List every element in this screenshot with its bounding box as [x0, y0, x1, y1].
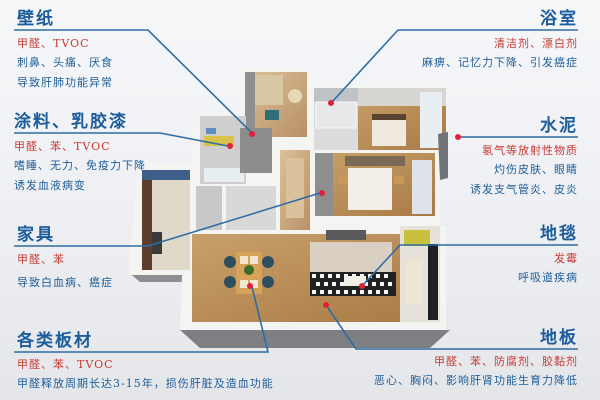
callout-pollutants: 氡气等放射性物质	[482, 144, 578, 157]
callout-pollutants: 甲醛、苯、TVOC	[17, 358, 114, 371]
callout-pollutants: 甲醛、苯	[17, 253, 65, 266]
callout-effect: 诱发血液病变	[14, 179, 86, 192]
callout-title: 壁纸	[17, 9, 55, 29]
callout-effect: 导致白血病、癌症	[17, 276, 113, 289]
room-entry	[226, 186, 276, 230]
callout-bathroom: 浴室 清洁剂、漂白剂 麻痹、记忆力下降、引发癌症	[422, 9, 578, 73]
callout-effect: 甲醛释放周期长达3-15年，损伤肝脏及造血功能	[17, 377, 274, 390]
callout-boards: 各类板材 甲醛、苯、TVOC 甲醛释放周期长达3-15年，损伤肝脏及造血功能	[17, 331, 274, 394]
balcony-cement	[438, 132, 448, 180]
callout-effect: 诱发支气管炎、皮炎	[470, 183, 578, 196]
callout-furniture: 家具 甲醛、苯 导致白血病、癌症	[17, 225, 113, 293]
callout-title: 地毯	[540, 224, 578, 244]
callout-title: 水泥	[540, 116, 578, 136]
callout-effect: 恶心、胸闷、影响肝肾功能生育力降低	[374, 374, 578, 387]
callout-title: 家具	[17, 225, 55, 245]
wall-gray-panel	[240, 128, 272, 173]
callout-effect: 嗜睡、无力、免疫力下降	[14, 159, 146, 172]
callout-pollutants: 甲醛、TVOC	[17, 37, 90, 50]
callout-paint: 涂料、乳胶漆 甲醛、苯、TVOC 嗜睡、无力、免疫力下降 诱发血液病变	[14, 112, 146, 196]
callout-title: 各类板材	[17, 331, 93, 351]
callout-effect: 灼伤皮肤、眼睛	[494, 163, 578, 176]
callout-effect: 刺鼻、头痛、厌食	[17, 56, 113, 69]
callout-pollutants: 发霉	[554, 252, 578, 265]
callout-effect: 呼吸道疾病	[518, 271, 578, 284]
callout-pollutants: 甲醛、苯、TVOC	[14, 140, 111, 153]
callout-pollutants: 甲醛、苯、防腐剂、胶黏剂	[434, 355, 578, 368]
callout-title: 浴室	[540, 9, 578, 29]
callout-floor: 地板 甲醛、苯、防腐剂、胶黏剂 恶心、胸闷、影响肝肾功能生育力降低	[374, 328, 578, 391]
callout-effect: 导致肝肺功能异常	[17, 76, 113, 89]
callout-wallpaper: 壁纸 甲醛、TVOC 刺鼻、头痛、厌食 导致肝肺功能异常	[17, 9, 113, 93]
callout-cement: 水泥 氡气等放射性物质 灼伤皮肤、眼睛 诱发支气管炎、皮炎	[470, 116, 578, 200]
callout-carpet: 地毯 发霉 呼吸道疾病	[518, 224, 578, 288]
callout-title: 涂料、乳胶漆	[14, 112, 128, 132]
callout-effect: 麻痹、记忆力下降、引发癌症	[422, 56, 578, 69]
room-closet	[196, 186, 222, 230]
callout-pollutants: 清洁剂、漂白剂	[494, 37, 578, 50]
callout-title: 地板	[540, 328, 578, 348]
